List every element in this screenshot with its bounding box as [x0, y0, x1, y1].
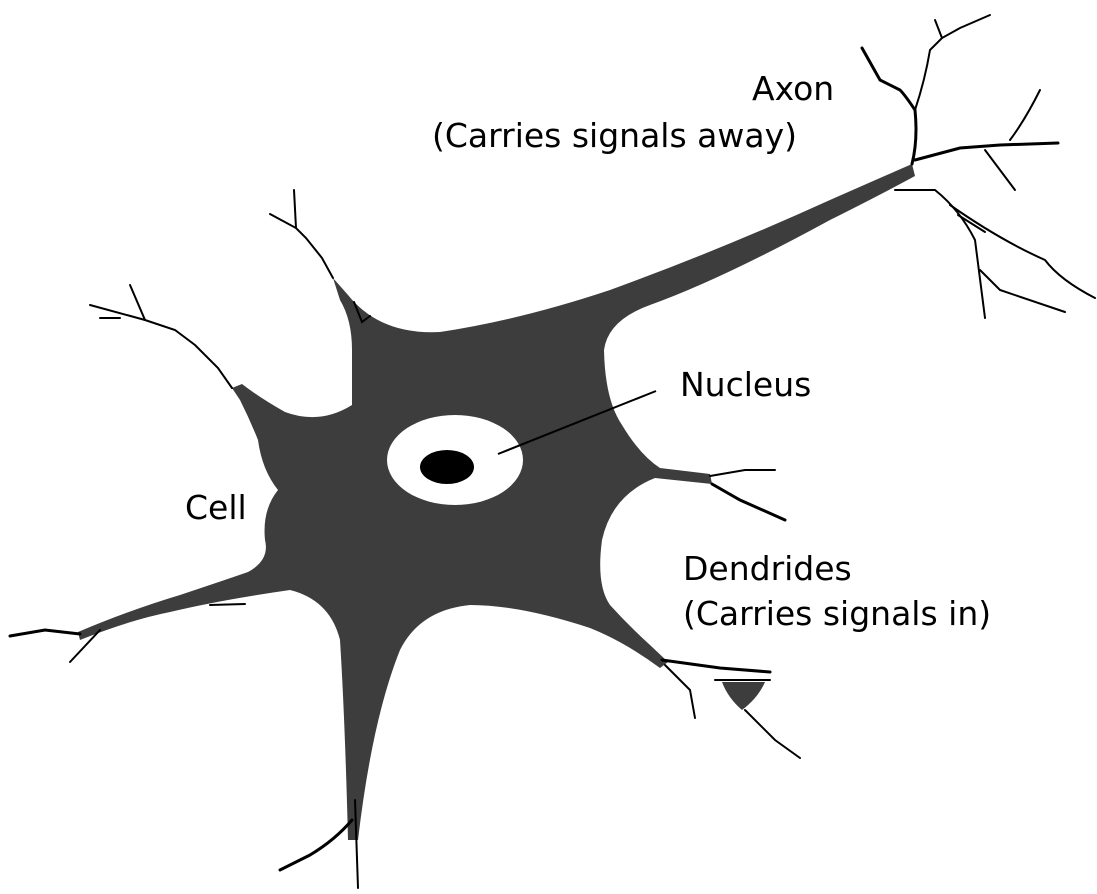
axon-terminal-branch	[862, 48, 916, 164]
axon-terminal-branch	[915, 15, 990, 110]
cell-label: Cell	[185, 491, 247, 524]
axon-terminal-branch	[950, 205, 1095, 298]
dendrite-branch	[294, 190, 296, 228]
dendrite-branch	[662, 660, 770, 672]
dendrite-branch	[712, 484, 785, 520]
dendrite-branch	[270, 214, 333, 278]
dendrites-label: Dendrides	[683, 552, 852, 585]
axon-terminal-branch	[958, 215, 985, 232]
axon-terminal-branch	[1010, 90, 1040, 140]
axon-terminal-branch	[980, 270, 1065, 312]
axon-terminal-branch	[935, 20, 942, 38]
axon-terminal-branch	[985, 150, 1015, 190]
dendrite-branch	[210, 604, 245, 605]
dendrites-description: (Carries signals in)	[683, 597, 991, 630]
dendrite-branch	[710, 470, 775, 476]
dendrite-branch	[280, 820, 352, 870]
nucleus-label: Nucleus	[680, 368, 811, 401]
nucleolus	[420, 450, 474, 484]
dendrite-branch	[10, 630, 80, 636]
axon-terminal-branch	[895, 190, 985, 318]
dendrite-branch	[745, 710, 800, 758]
axon-label: Axon	[752, 72, 834, 105]
dendrite-swelling	[722, 682, 765, 710]
axon-description: (Carries signals away)	[432, 119, 797, 152]
dendrite-branch	[130, 285, 145, 320]
dendrite-branch	[665, 665, 695, 718]
